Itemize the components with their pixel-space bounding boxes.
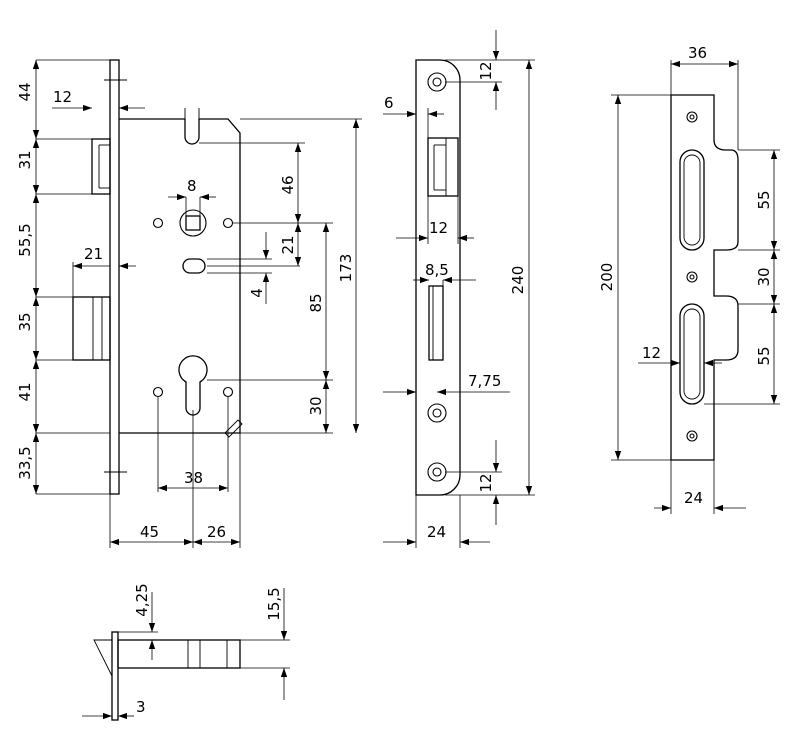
dim-26: 26 xyxy=(207,523,226,541)
faceplate-screw-middle-inner xyxy=(432,408,442,418)
strike-plate-view xyxy=(670,94,739,461)
strike-bolt-slot xyxy=(679,303,705,405)
dim-strike-30: 30 xyxy=(755,267,773,286)
lock-forend xyxy=(109,59,120,495)
strike-screw-inner xyxy=(689,274,695,280)
lock-front-view xyxy=(72,59,243,495)
cylinder-cutout xyxy=(178,355,208,416)
dim-46: 46 xyxy=(279,175,297,194)
dim-faceplate-bottom-12: 12 xyxy=(477,473,495,492)
faceplate-screw-bottom-inner xyxy=(432,467,442,477)
faceplate-latch-slot xyxy=(427,137,459,197)
dim-33-5: 33,5 xyxy=(16,446,34,479)
dim-31: 31 xyxy=(16,150,34,169)
dim-35: 35 xyxy=(16,312,34,331)
dim-faceplate-24: 24 xyxy=(427,523,446,541)
follower-slot xyxy=(182,258,206,274)
top-view-dimensions: 4,25 15,5 3 xyxy=(82,583,290,720)
dim-41: 41 xyxy=(16,382,34,401)
dim-faceplate-7-75: 7,75 xyxy=(468,372,501,390)
strike-screw-inner xyxy=(689,114,695,120)
dim-faceplate-8-5: 8,5 xyxy=(425,261,449,279)
dim-240: 240 xyxy=(509,266,527,295)
faceplate-dimensions: 6 12 12 8,5 7,75 12 240 xyxy=(383,30,535,548)
dim-top-3: 3 xyxy=(136,698,146,716)
dim-6: 6 xyxy=(384,94,394,112)
dim-forend-12: 12 xyxy=(53,88,72,106)
dim-44: 44 xyxy=(16,82,34,101)
strike-plate-outline xyxy=(670,94,739,461)
strike-screw-inner xyxy=(689,433,695,439)
lock-top-view xyxy=(93,631,241,721)
top-view-forend xyxy=(111,631,119,721)
lock-case xyxy=(119,118,241,434)
dim-faceplate-top-12: 12 xyxy=(477,61,495,80)
dim-strike-200: 200 xyxy=(598,263,616,292)
faceplate-view xyxy=(415,59,461,496)
dim-strike-12: 12 xyxy=(642,344,661,362)
fixing-hole xyxy=(152,386,164,398)
dim-strike-55-b: 55 xyxy=(755,346,773,365)
dim-173: 173 xyxy=(337,254,355,283)
dim-latch-21: 21 xyxy=(84,245,103,263)
spindle-square xyxy=(185,215,201,231)
spindle-hub xyxy=(179,209,207,237)
dim-slot-4: 4 xyxy=(248,288,266,298)
faceplate-bolt-slot xyxy=(428,285,444,361)
dim-strike-24: 24 xyxy=(684,489,703,507)
strike-plate-dimensions: 36 200 55 30 55 12 24 xyxy=(598,44,780,514)
dim-strike-55-a: 55 xyxy=(755,190,773,209)
dim-top-15-5: 15,5 xyxy=(265,587,283,620)
dim-85: 85 xyxy=(307,293,325,312)
dim-55-5: 55,5 xyxy=(16,223,34,256)
dim-top-4-25: 4,25 xyxy=(133,583,151,616)
fixing-hole xyxy=(152,217,164,229)
dim-30: 30 xyxy=(307,396,325,415)
faceplate-screw-top-inner xyxy=(432,77,442,87)
dim-strike-36: 36 xyxy=(688,44,707,62)
strike-latch-slot xyxy=(679,149,705,251)
top-view-bolt xyxy=(117,639,241,669)
dim-faceplate-latch-12: 12 xyxy=(429,219,448,237)
dim-bolt-21: 21 xyxy=(279,235,297,254)
dim-45: 45 xyxy=(140,523,159,541)
faceplate-outline xyxy=(415,59,461,496)
fixing-hole xyxy=(222,386,234,398)
dim-38: 38 xyxy=(184,469,203,487)
front-view-dimensions: 44 31 55,5 35 41 33,5 12 21 8 46 21 xyxy=(16,59,362,548)
dead-bolt xyxy=(72,296,111,361)
dim-spindle-8: 8 xyxy=(187,177,197,195)
fixing-hole xyxy=(222,217,234,229)
latch-bolt xyxy=(91,138,111,195)
